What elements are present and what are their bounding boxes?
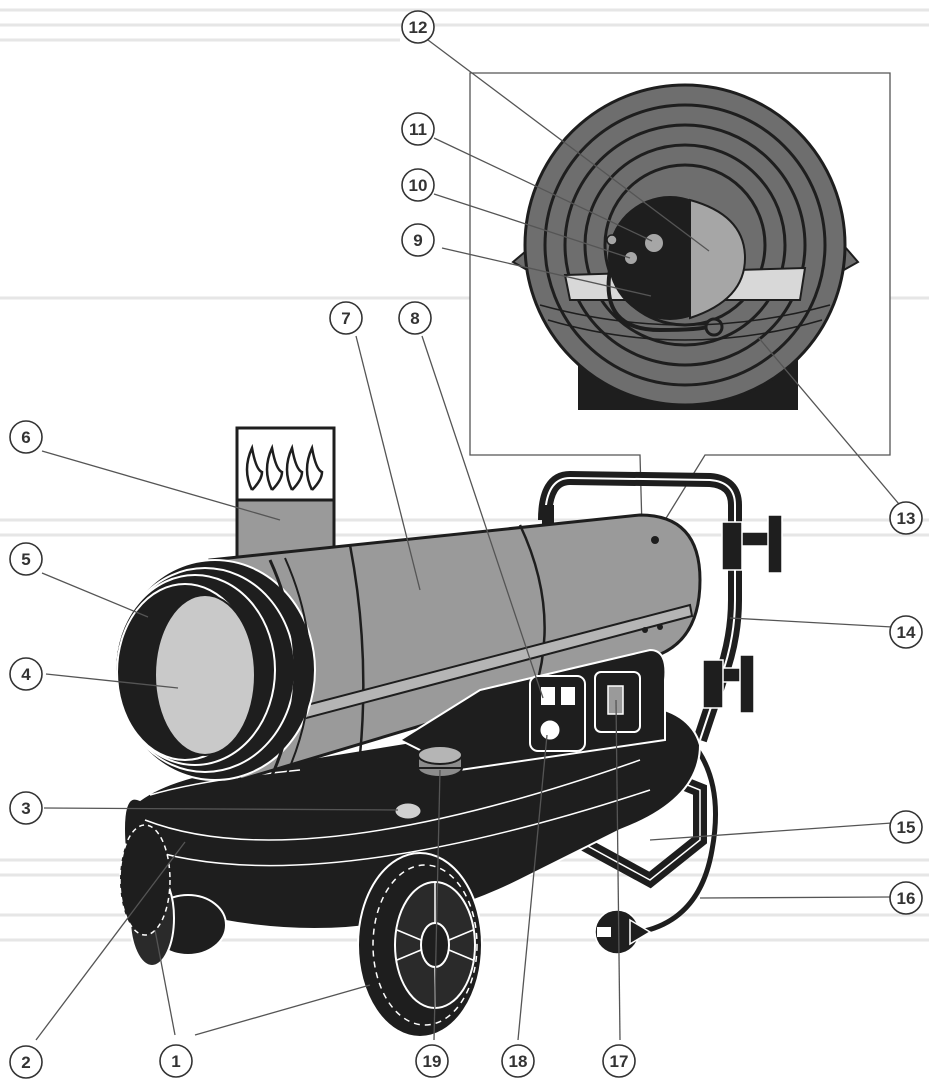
callout-3: 3 <box>9 791 43 825</box>
leader-lines <box>35 39 905 1041</box>
callout-9-label: 9 <box>413 231 422 250</box>
callout-17: 17 <box>602 1044 636 1078</box>
callout-8: 8 <box>398 301 432 335</box>
callout-4: 4 <box>9 657 43 691</box>
callout-8-label: 8 <box>410 309 419 328</box>
callout-14: 14 <box>889 615 923 649</box>
callout-5: 5 <box>9 542 43 576</box>
callout-11-label: 11 <box>409 120 427 139</box>
callout-18-label: 18 <box>509 1052 528 1071</box>
callout-1: 1 <box>159 1044 193 1078</box>
callout-12: 12 <box>401 10 435 44</box>
callout-6: 6 <box>9 420 43 454</box>
callout-11: 11 <box>401 112 435 146</box>
callout-7-label: 7 <box>341 309 350 328</box>
callout-16: 16 <box>889 881 923 915</box>
callout-15-label: 15 <box>897 818 916 837</box>
callout-2-label: 2 <box>21 1053 30 1072</box>
callout-14-label: 14 <box>897 623 916 642</box>
callout-2: 2 <box>9 1045 43 1079</box>
callout-13-label: 13 <box>897 509 916 528</box>
callout-6-label: 6 <box>21 428 30 447</box>
callout-16-label: 16 <box>897 889 916 908</box>
callout-15: 15 <box>889 810 923 844</box>
callout-7: 7 <box>329 301 363 335</box>
callout-12-label: 12 <box>409 18 428 37</box>
callout-3-label: 3 <box>21 799 30 818</box>
callout-18: 18 <box>501 1044 535 1078</box>
heater-illustration <box>114 426 783 1038</box>
callout-10: 10 <box>401 168 435 202</box>
callout-10-label: 10 <box>409 176 428 195</box>
callout-1-label: 1 <box>171 1052 180 1071</box>
burner-detail-inset <box>469 72 891 529</box>
callout-5-label: 5 <box>21 550 30 569</box>
callout-4-label: 4 <box>21 665 31 684</box>
callout-19: 19 <box>415 1044 449 1078</box>
callout-9: 9 <box>401 223 435 257</box>
callout-19-label: 19 <box>423 1052 442 1071</box>
callout-13: 13 <box>889 501 923 535</box>
callout-17-label: 17 <box>610 1052 629 1071</box>
